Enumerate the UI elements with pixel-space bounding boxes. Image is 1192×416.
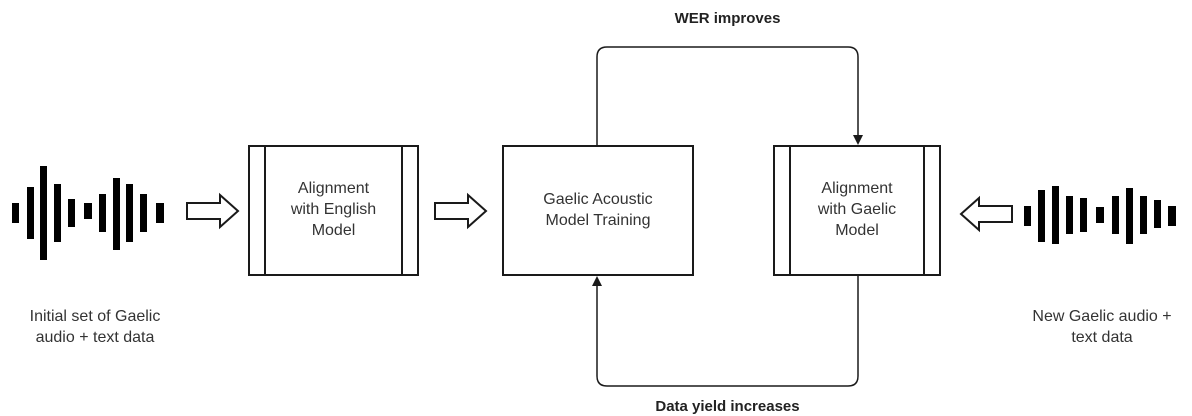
hollow-arrow-right-icon: [434, 192, 488, 230]
box-label-line: with English: [290, 201, 377, 218]
connector-wer-improves: [596, 46, 863, 146]
box-label-line: with Gaelic: [817, 201, 897, 218]
input-label-new: New Gaelic audio + text data: [1012, 306, 1192, 348]
edge-label-bottom: Data yield increases: [655, 398, 800, 415]
process-box-gaelic-training: [502, 145, 694, 276]
hollow-arrow-right-icon: [186, 192, 240, 230]
audio-waveform-icon: [12, 166, 164, 260]
input-label-line: text data: [1071, 329, 1133, 346]
edge-label-top: WER improves: [674, 10, 781, 27]
input-label-line: audio + text data: [35, 329, 155, 346]
hollow-arrow-left-icon: [959, 195, 1013, 233]
box-label-line: Model: [311, 222, 356, 239]
audio-waveform-icon: [1024, 186, 1176, 244]
box-label-line: Alignment: [821, 180, 893, 197]
input-label-line: New Gaelic audio +: [1032, 308, 1172, 325]
box-label-line: Gaelic Acoustic: [543, 191, 653, 208]
process-box-gaelic-alignment: [773, 145, 941, 276]
box-label-gaelic-training: Gaelic Acoustic Model Training: [503, 189, 693, 231]
box-label-line: Alignment: [297, 180, 370, 197]
box-label-english-alignment: Alignment with English Model: [265, 178, 402, 241]
input-label-line: Initial set of Gaelic: [29, 308, 161, 325]
connector-data-yield: [592, 275, 859, 387]
input-label-initial: Initial set of Gaelic audio + text data: [0, 306, 190, 348]
box-label-line: Model Training: [545, 212, 651, 229]
process-box-english-alignment: [248, 145, 419, 276]
box-label-line: Model: [835, 222, 879, 239]
box-label-gaelic-alignment: Alignment with Gaelic Model: [790, 178, 924, 241]
